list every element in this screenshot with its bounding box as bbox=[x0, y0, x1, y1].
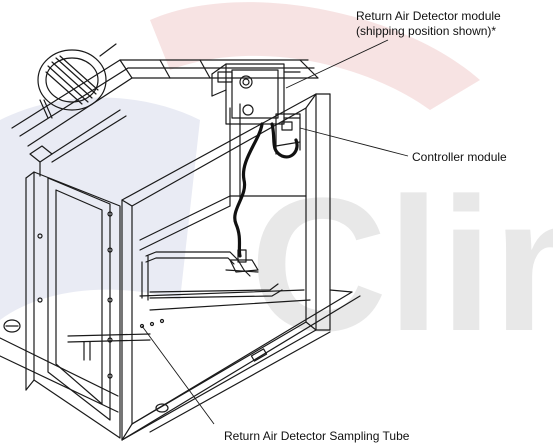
callout-detector-line1: Return Air Detector module bbox=[356, 9, 501, 23]
top-frame-rails bbox=[11, 59, 319, 177]
callout-return-air-detector-module: Return Air Detector module (shipping pos… bbox=[356, 9, 501, 39]
watermark: Clima bbox=[0, 2, 553, 371]
cabinet-front-frame bbox=[121, 93, 331, 441]
callout-detector-line2: (shipping position shown)* bbox=[356, 24, 497, 38]
detector-cable bbox=[233, 122, 299, 258]
base-rails bbox=[0, 289, 361, 441]
watermark-text: Clima bbox=[250, 159, 553, 371]
watermark-red-swoosh bbox=[150, 2, 480, 110]
callout-sampling-tube: Return Air Detector Sampling Tube bbox=[224, 429, 410, 443]
leader-lines bbox=[141, 39, 409, 425]
fan-assembly bbox=[37, 43, 117, 119]
leader-line-sampling-tube bbox=[141, 325, 215, 425]
inner-cabinet bbox=[139, 103, 311, 311]
return-air-detector-module bbox=[211, 63, 301, 125]
sampling-tube bbox=[67, 251, 283, 361]
leader-line-detector bbox=[285, 39, 389, 89]
tube-fitting bbox=[225, 249, 259, 273]
leader-line-controller bbox=[299, 127, 409, 157]
callout-controller-module: Controller module bbox=[412, 150, 507, 164]
